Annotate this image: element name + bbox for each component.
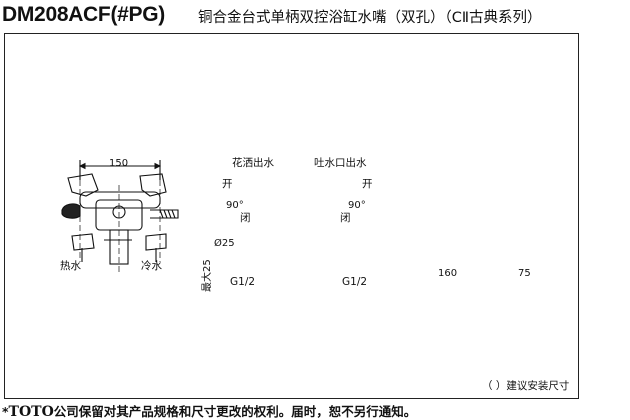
dim-max-thickness: 最大25 xyxy=(202,259,213,292)
label-closed-right: 闭 xyxy=(340,212,351,224)
thread-right: G1/2 xyxy=(342,276,368,288)
left-handle-top xyxy=(67,173,99,197)
left-spout xyxy=(61,203,81,219)
footer-asterisk: * xyxy=(2,404,9,419)
label-open-left: 开 xyxy=(222,178,233,190)
label-shower-outlet: 花洒出水 xyxy=(232,157,274,169)
label-hot-water: 热水 xyxy=(60,260,81,272)
dim-160: 160 xyxy=(438,268,458,279)
label-open-right: 开 xyxy=(362,178,373,190)
left-view xyxy=(61,160,179,275)
dim-150: 150 xyxy=(109,158,129,169)
drawing-frame xyxy=(4,33,579,399)
label-cold-water: 冷水 xyxy=(141,260,162,272)
footer-text: 公司保留对其产品规格和尺寸更改的权利。届时，恕不另行通知。 xyxy=(53,404,417,419)
product-description: 铜合金台式单柄双控浴缸水嘴（双孔）（CⅡ古典系列） xyxy=(198,10,542,26)
angle-right: 90° xyxy=(348,200,366,211)
brand-name: TOTO xyxy=(8,404,54,420)
dim-75: 75 xyxy=(518,268,531,279)
thread-left: G1/2 xyxy=(230,276,256,288)
label-spout-outlet: 吐水口出水 xyxy=(314,157,367,169)
footer-disclaimer: *TOTO公司保留对其产品规格和尺寸更改的权利。届时，恕不另行通知。 xyxy=(2,401,416,420)
dim-hole-diameter: Ø25 xyxy=(214,238,235,249)
label-closed-left: 闭 xyxy=(240,212,251,224)
angle-left: 90° xyxy=(226,200,244,211)
recommended-dim-note: （ ）建议安装尺寸 xyxy=(482,380,570,392)
right-handle-top xyxy=(139,173,167,197)
model-title: DM208ACF(#PG) xyxy=(2,3,165,26)
